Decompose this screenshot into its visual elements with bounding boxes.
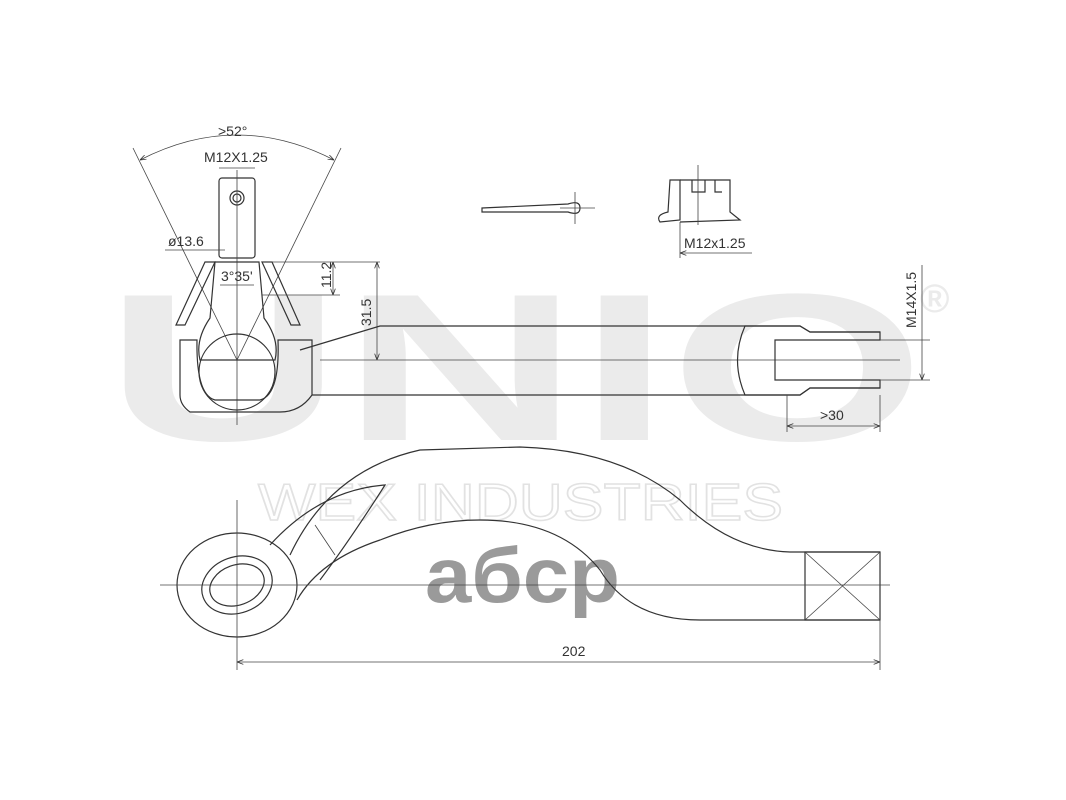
ball-joint-section: [132, 134, 380, 425]
dim-taper-angle: 3°35': [221, 268, 253, 284]
dim-height-a: 11.2: [318, 262, 334, 288]
shaft-section: [299, 265, 930, 432]
castle-nut: [658, 165, 752, 258]
dim-height-b: 31.5: [358, 299, 374, 326]
dim-inner-thread: M14X1.5: [903, 272, 919, 328]
top-view: [160, 446, 890, 670]
dim-cone-angle: >52°: [218, 123, 247, 139]
store-logo: aбcp: [425, 531, 620, 619]
dim-thread-depth: >30: [820, 407, 844, 423]
registered-mark: ®: [920, 277, 949, 321]
cotter-pin: [481, 192, 595, 224]
dim-overall-length: 202: [562, 643, 586, 659]
dim-nut-thread: M12x1.25: [684, 235, 746, 251]
dim-stud-thread: M12X1.25: [204, 149, 268, 165]
dim-stud-diameter: ø13.6: [168, 233, 204, 249]
watermark-brand: UNIO: [105, 250, 925, 485]
watermark-tagline: WEX INDUSTRIES: [258, 474, 783, 532]
watermark: UNIO ® WEX INDUSTRIES aбcp: [105, 250, 949, 619]
